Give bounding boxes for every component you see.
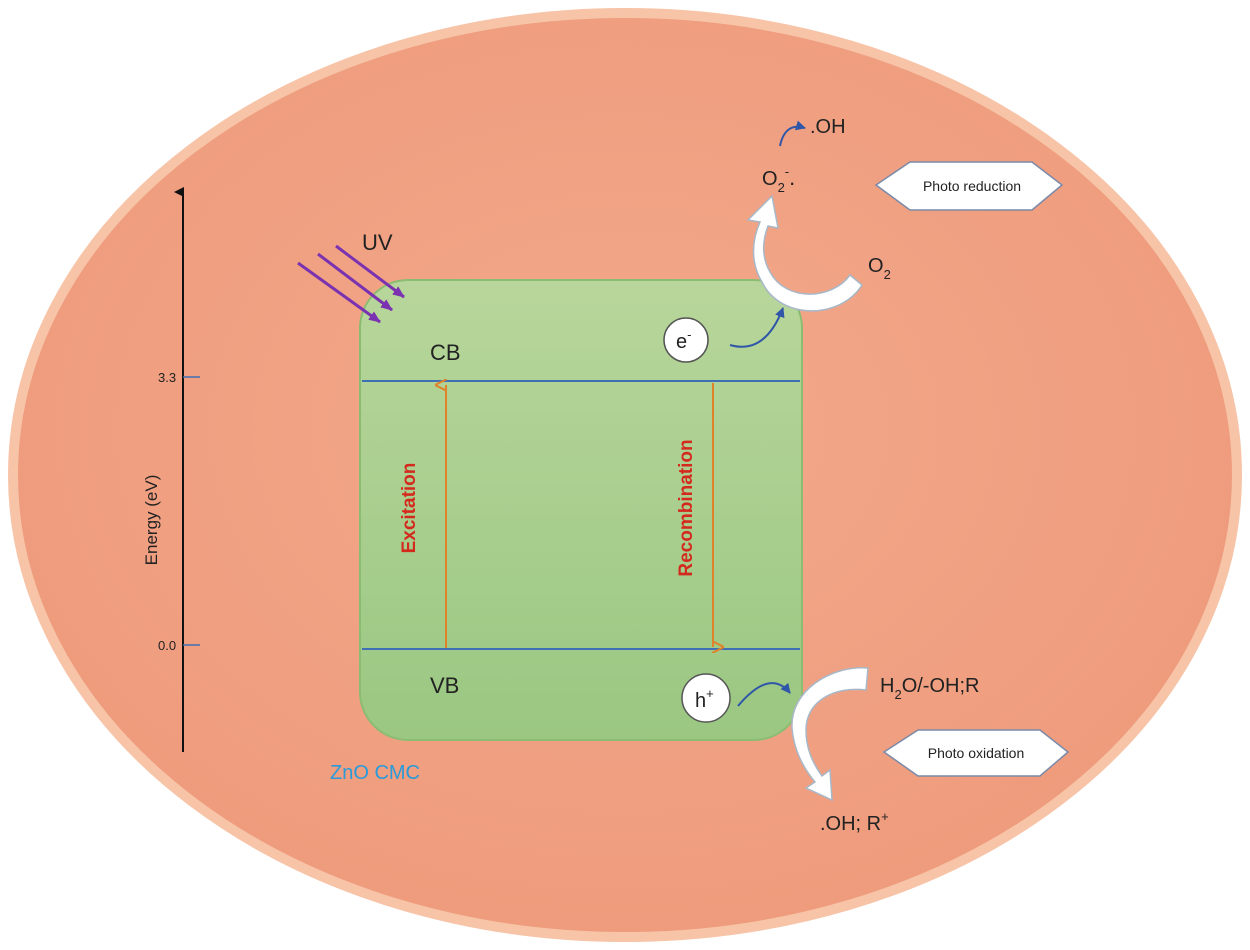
excitation-label: Excitation bbox=[399, 463, 420, 554]
oxidation-reactant: H2O/-OH;R bbox=[880, 675, 979, 702]
uv-arrows bbox=[297, 244, 405, 324]
uv-label: UV bbox=[362, 230, 393, 255]
electron-transfer-arrow bbox=[729, 307, 785, 348]
electron-circle bbox=[663, 317, 709, 363]
axis-tick-label-0-0: 0.0 bbox=[158, 638, 176, 653]
photo-reduction-box bbox=[874, 161, 1064, 211]
recombination-label: Recombination bbox=[676, 439, 697, 576]
hydroxyl-curl-arrow bbox=[779, 120, 806, 147]
material-label: ZnO CMC bbox=[330, 762, 420, 784]
photo-oxidation-label: Photo oxidation bbox=[928, 745, 1025, 761]
oxidation-product: .OH; R+ bbox=[820, 809, 889, 835]
reduction-reactant: O2 bbox=[868, 255, 891, 282]
hole-symbol: h+ bbox=[695, 686, 714, 712]
semiconductor-box bbox=[359, 279, 803, 741]
hole-transfer-arrow bbox=[737, 682, 791, 707]
electron-symbol: e- bbox=[676, 327, 691, 353]
photo-oxidation-box bbox=[882, 729, 1070, 777]
conduction-band-label: CB bbox=[430, 340, 461, 365]
reduction-curved-arrow bbox=[746, 194, 863, 312]
photo-reduction-label: Photo reduction bbox=[923, 178, 1021, 194]
axis-tick-label-3-3: 3.3 bbox=[158, 370, 176, 385]
oxidation-curved-arrow bbox=[791, 667, 869, 802]
axis-label: Energy (eV) bbox=[142, 475, 161, 566]
hole-circle bbox=[681, 673, 731, 723]
reduction-product: O2-. bbox=[762, 164, 795, 195]
valence-band-label: VB bbox=[430, 673, 459, 698]
reduction-secondary: .OH bbox=[810, 116, 846, 138]
